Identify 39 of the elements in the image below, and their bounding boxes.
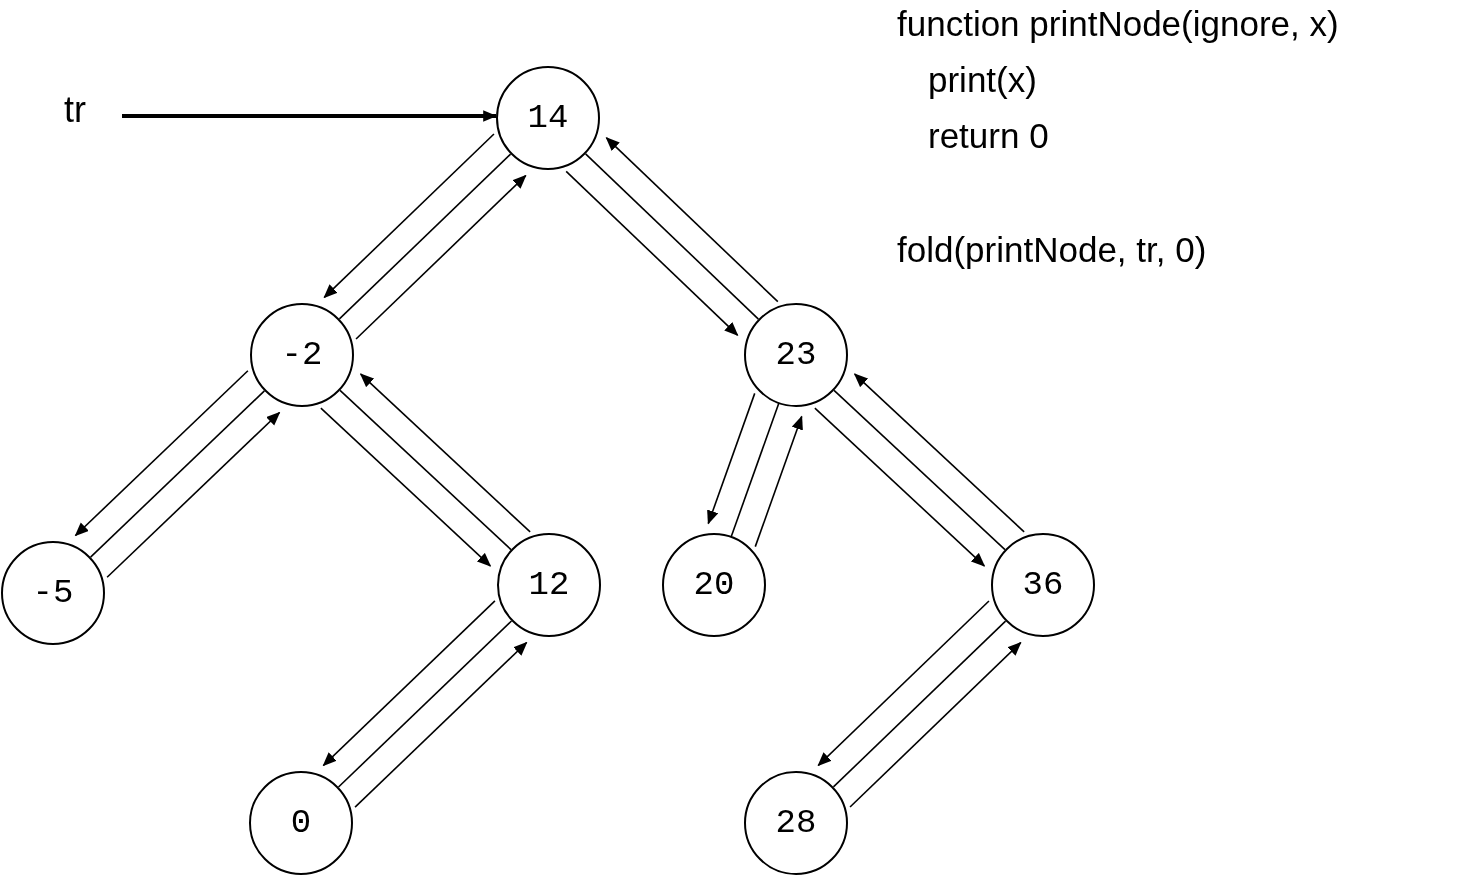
arrow: [122, 110, 498, 122]
code-line: function printNode(ignore, x): [897, 6, 1339, 41]
arrow: [605, 137, 779, 303]
arrow: [106, 411, 281, 579]
arrow: [565, 170, 739, 336]
code-line: fold(printNode, tr, 0): [897, 232, 1207, 267]
node-value: -2: [281, 336, 323, 374]
pointer-label: tr: [64, 92, 86, 128]
arrow: [74, 369, 249, 537]
tree-link: [338, 153, 512, 320]
arrow: [707, 392, 756, 525]
arrow: [322, 600, 496, 767]
tree-link: [832, 620, 1007, 788]
node-value: 14: [527, 99, 569, 137]
node-value: 36: [1022, 566, 1064, 604]
node-value: 28: [775, 804, 817, 842]
arrow: [817, 600, 990, 767]
node-value: 12: [528, 566, 570, 604]
code-line: print(x): [928, 62, 1037, 97]
arrow: [320, 407, 492, 567]
arrow: [853, 373, 1025, 533]
tree-link: [339, 389, 512, 551]
arrow: [814, 407, 986, 567]
code-line: return 0: [928, 118, 1049, 153]
node-value: 0: [290, 804, 312, 842]
tree-link: [730, 403, 780, 537]
node-value: 20: [693, 566, 735, 604]
node-value: -5: [32, 574, 74, 612]
arrow: [354, 641, 528, 808]
node-value: 23: [775, 336, 817, 374]
tree-link: [833, 389, 1006, 551]
tree-link: [584, 153, 760, 320]
arrow: [355, 174, 527, 340]
tree-link: [89, 390, 266, 558]
tree-link: [337, 620, 513, 788]
arrow: [754, 415, 803, 548]
arrow: [323, 133, 495, 299]
arrow: [359, 373, 531, 533]
arrow: [849, 641, 1022, 808]
